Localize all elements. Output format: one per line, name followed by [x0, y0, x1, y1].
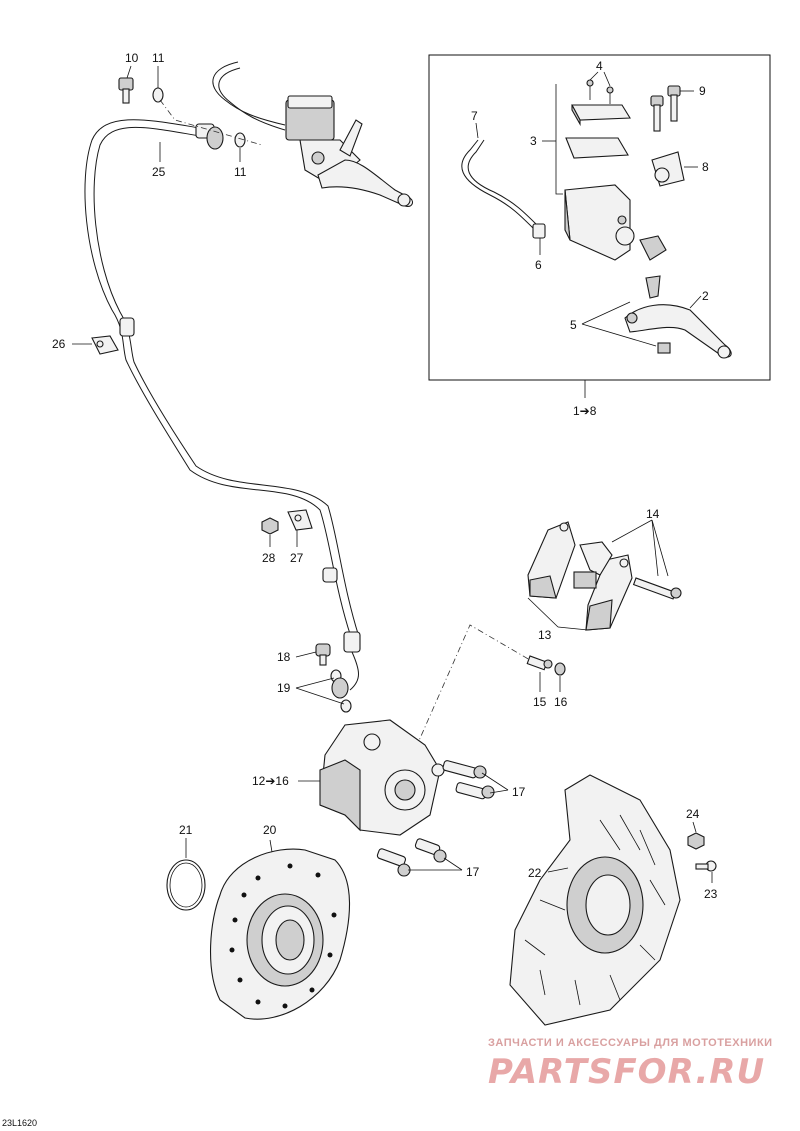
- sealing-washer: [152, 87, 164, 103]
- brake-lever: [624, 304, 732, 359]
- hex-nut: [261, 517, 279, 535]
- callout-11-top: 11: [152, 51, 165, 65]
- callout-16: 16: [554, 695, 568, 709]
- callout-17-upper: 17: [512, 785, 526, 799]
- lever-nut: [657, 342, 671, 354]
- brake-light-switch: [532, 223, 546, 239]
- hose-sleeve: [322, 567, 338, 583]
- o-ring: [166, 859, 206, 911]
- callout-13: 13: [538, 628, 552, 642]
- hose-clamp: [287, 509, 313, 531]
- hose-sleeve: [119, 317, 135, 337]
- hose-fitting-lower: [343, 631, 361, 653]
- callout-1-to-8: 1➔8: [573, 404, 597, 418]
- callout-20: 20: [263, 823, 277, 837]
- bleeder-screw: [526, 655, 553, 671]
- callout-17-lower: 17: [466, 865, 480, 879]
- callout-25: 25: [152, 165, 166, 179]
- callout-11-bottom: 11: [234, 165, 247, 179]
- callout-26: 26: [52, 337, 66, 351]
- brake-caliper: [319, 719, 445, 836]
- callout-24: 24: [686, 807, 700, 821]
- watermark-tagline: ЗАПЧАСТИ И АКСЕССУАРЫ ДЛЯ МОТОТЕХНИКИ: [488, 1037, 773, 1049]
- callout-2: 2: [702, 289, 709, 303]
- master-cylinder-body: [564, 184, 635, 261]
- hose-clamp: [91, 335, 119, 355]
- callout-8: 8: [702, 160, 709, 174]
- lever-pivot-pin: [645, 275, 661, 299]
- brake-hose: [84, 119, 361, 691]
- callout-6: 6: [535, 258, 542, 272]
- detail-box-master-cylinder: [428, 54, 771, 381]
- callout-21: 21: [179, 823, 193, 837]
- caliper-bolts: [376, 760, 495, 877]
- callout-19: 19: [277, 681, 291, 695]
- handlebar-clamp: [651, 151, 685, 187]
- caliper-hose-fitting: [331, 677, 349, 699]
- caliper-banjo-bolt: [315, 643, 331, 666]
- brake-pads: [527, 521, 633, 631]
- hose-banjo-fitting: [195, 123, 224, 150]
- pad-spring: [579, 541, 613, 576]
- callout-12-to-16: 12➔16: [252, 774, 289, 788]
- hex-nut: [687, 832, 705, 850]
- callout-23: 23: [704, 887, 718, 901]
- pad-pin: [632, 577, 682, 600]
- diagram-reference-code: 23L1620: [2, 1118, 38, 1128]
- reservoir-cover: [571, 79, 631, 127]
- leader-lines: [72, 65, 713, 883]
- callout-labels: 10 11 25 11 26 28 27 7 3 4 9 8 6 2 5 1➔8…: [52, 51, 718, 901]
- brake-light-switch-wire: [461, 139, 536, 231]
- sealing-washer: [234, 132, 246, 148]
- callout-28: 28: [262, 551, 276, 565]
- callout-14: 14: [646, 507, 660, 521]
- callout-9: 9: [699, 84, 706, 98]
- bleeder-cap: [554, 662, 566, 676]
- dust-boot: [639, 235, 667, 261]
- callout-3: 3: [530, 134, 537, 148]
- watermark-logo: PARTSFOR.RU: [488, 1052, 766, 1092]
- callout-18: 18: [277, 650, 291, 664]
- diaphragm-gasket: [565, 137, 629, 159]
- callout-22: 22: [528, 866, 542, 880]
- sealing-washer: [340, 699, 352, 713]
- disc-guard: [509, 774, 681, 1026]
- callout-27: 27: [290, 551, 304, 565]
- callout-5: 5: [570, 318, 577, 332]
- callout-7: 7: [471, 109, 478, 123]
- banjo-bolt: [118, 77, 134, 104]
- callout-15: 15: [533, 695, 547, 709]
- callout-10: 10: [125, 51, 139, 65]
- clamp-bolts: [650, 85, 681, 132]
- guard-screw: [695, 860, 717, 872]
- brake-disc: [209, 848, 351, 1020]
- callout-4: 4: [596, 59, 603, 73]
- master-cylinder-assembly: [212, 61, 414, 207]
- pad-shim: [573, 571, 597, 589]
